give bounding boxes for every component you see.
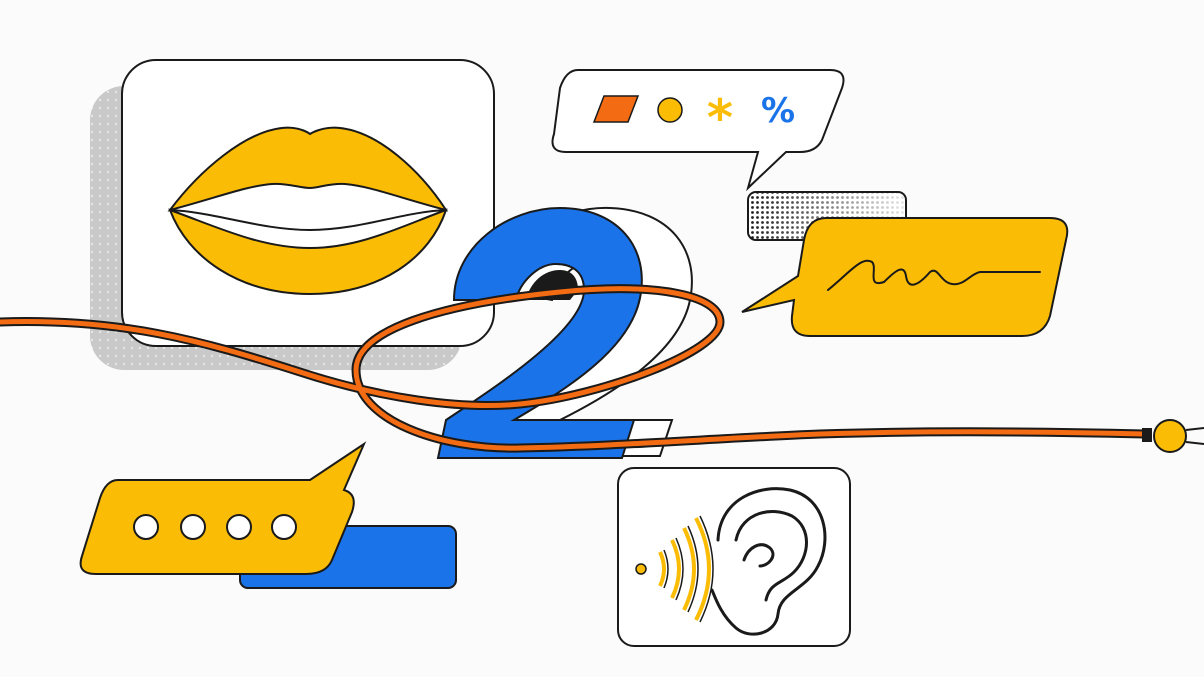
orange-cable-icon (0, 284, 1204, 453)
signature-squiggle-icon (827, 259, 1041, 291)
asterisk-glyph: * (707, 89, 733, 147)
percent-glyph: % (761, 91, 795, 131)
ear-icon (710, 487, 827, 636)
sound-waves-icon (635, 515, 714, 623)
signature-bubble (741, 217, 1069, 337)
dots-bubble (79, 441, 367, 575)
orange-parallelogram-icon (592, 95, 640, 123)
ellipsis-dots-icon (133, 514, 297, 540)
lips-icon (167, 126, 449, 296)
lips-card (121, 59, 495, 347)
cable-plug-knob (1153, 419, 1187, 453)
symbols-bubble: * % (551, 69, 845, 192)
ear-card (617, 467, 851, 647)
yellow-circle-icon (657, 97, 683, 123)
